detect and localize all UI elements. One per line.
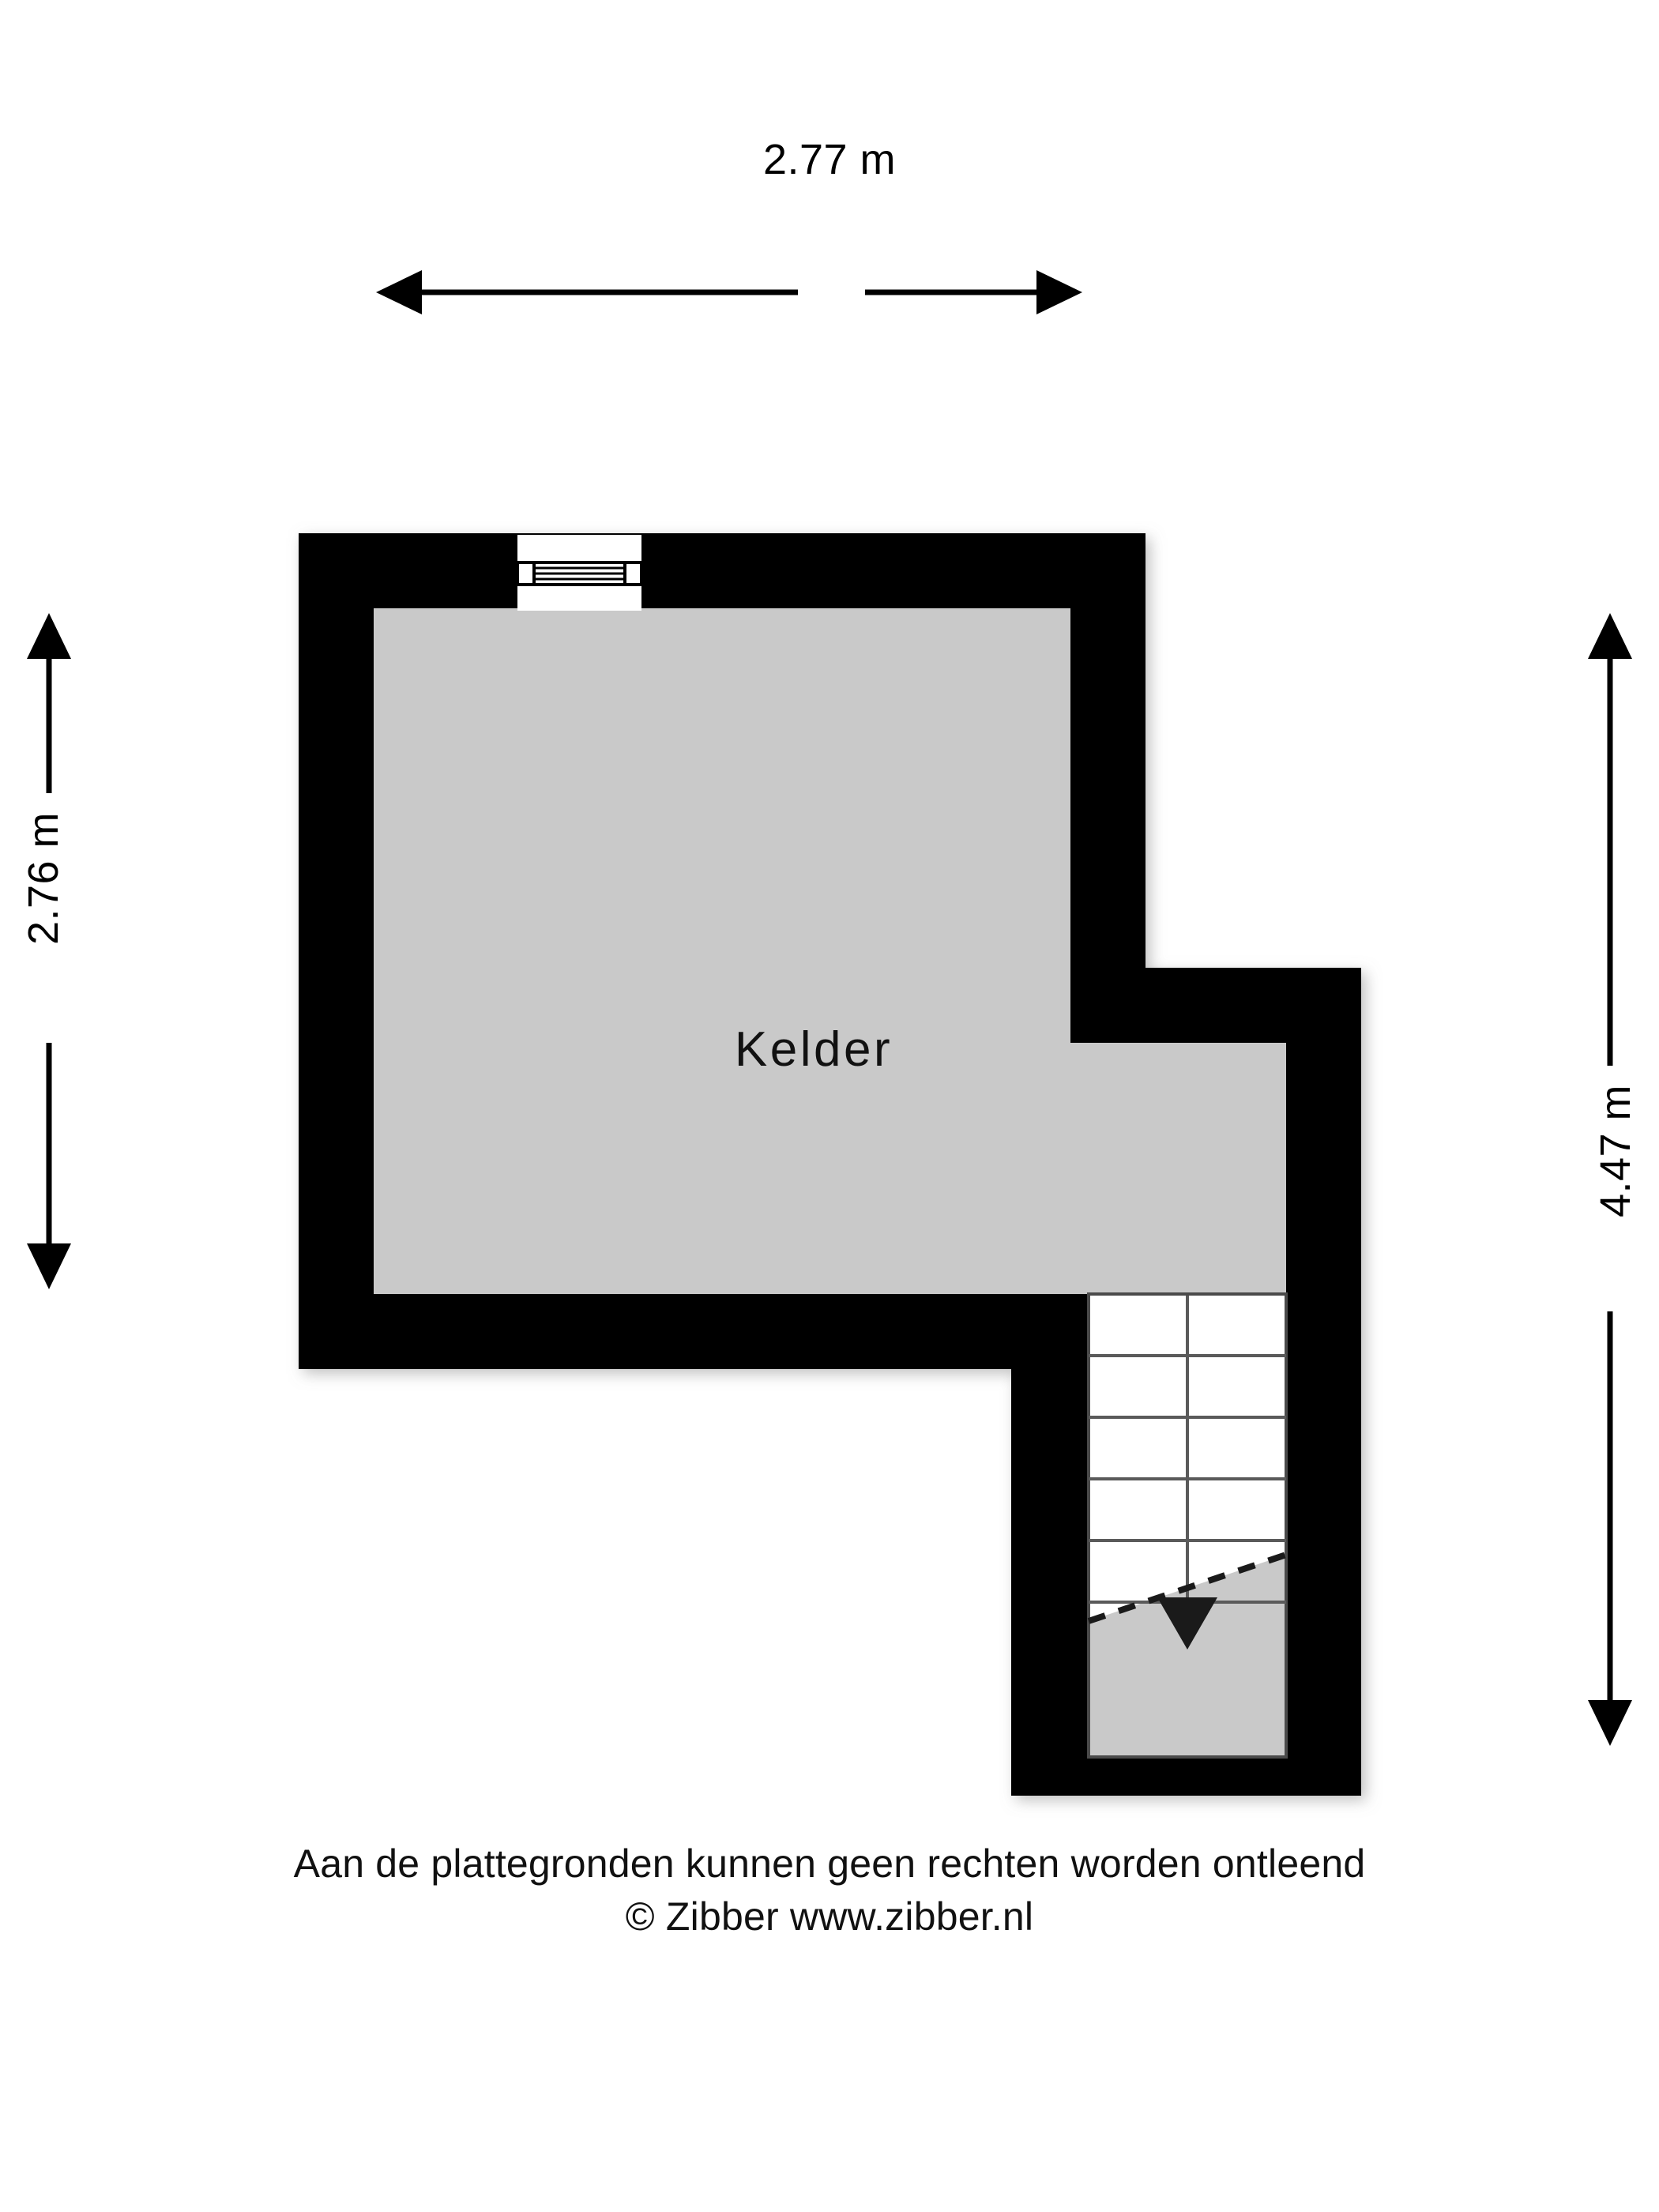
dimension-top xyxy=(376,270,1082,314)
footer-disclaimer: Aan de plattegronden kunnen geen rechten… xyxy=(293,1841,1366,1886)
staircase-cut-line xyxy=(1087,1552,1288,1624)
footer-copyright: © Zibber www.zibber.nl xyxy=(625,1894,1034,1939)
dimension-right-arrow-bottom-icon xyxy=(1588,1700,1632,1746)
dimension-top-arrow-left-icon xyxy=(376,270,422,314)
dimension-right-value: 4.47 m xyxy=(1592,1065,1639,1237)
staircase-direction-arrow-down-icon xyxy=(1157,1597,1217,1650)
dimension-left-arrow-bottom-icon xyxy=(27,1243,71,1289)
dimension-top-value: 2.77 m xyxy=(742,138,917,181)
floor-area-kelder xyxy=(374,608,1286,1294)
staircase-outline xyxy=(1087,1292,1288,1759)
window-symbol xyxy=(516,535,643,611)
dimension-right-arrow-top-icon xyxy=(1588,613,1632,659)
interior-floor-group xyxy=(374,608,1286,1294)
staircase-cut-area xyxy=(1089,1555,1286,1757)
dimension-top-label: 2.77 m xyxy=(0,138,1659,181)
plan-footer: Aan de plattegronden kunnen geen rechten… xyxy=(0,1839,1659,1942)
room-label-kelder: Kelder xyxy=(734,1022,893,1077)
dimension-left-arrow-top-icon xyxy=(27,613,71,659)
staircase-symbol xyxy=(1087,1292,1288,1759)
dimension-right xyxy=(1588,613,1632,1746)
dimension-left-label: 2.76 m xyxy=(20,760,67,997)
dimension-right-label: 4.47 m xyxy=(1592,1033,1639,1270)
dimension-top-arrow-right-icon xyxy=(1036,270,1082,314)
dimension-left-value: 2.76 m xyxy=(20,792,67,965)
